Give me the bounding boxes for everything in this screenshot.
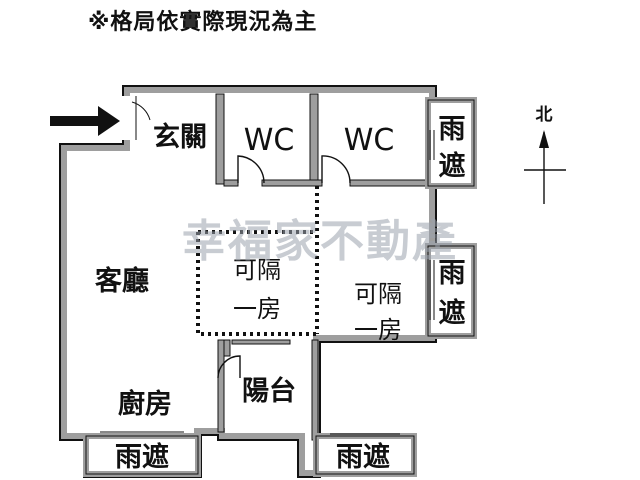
flex-room2-line2: 一房	[354, 316, 402, 344]
entrance-arrow-icon	[50, 106, 120, 136]
window-marks	[100, 130, 435, 435]
awning-top-line1: 雨	[439, 114, 466, 145]
awning-right-line2: 遮	[439, 297, 466, 329]
entrance-door	[131, 101, 151, 121]
flex-room2-line1: 可隔	[354, 280, 402, 308]
balcony-door	[217, 355, 241, 379]
room-kitchen-label: 廚房	[118, 388, 172, 420]
room-wc2-label: WC	[344, 123, 395, 158]
company-watermark: 幸福家不動產	[182, 216, 458, 267]
room-wc1-label: WC	[244, 123, 295, 158]
awning-top-line2: 遮	[439, 150, 466, 182]
optional-partition	[196, 186, 319, 336]
room-entrance-label: 玄關	[153, 121, 207, 153]
awning-bottom-left-label: 雨遮	[115, 441, 169, 473]
flex-room1-line1: 可隔	[233, 256, 281, 284]
wc-doors	[237, 155, 351, 184]
entrance-opening	[122, 96, 136, 140]
north-compass-icon: 北	[524, 105, 566, 204]
compass-north-label: 北	[536, 105, 553, 125]
flex-room1-line2: 一房	[233, 295, 281, 323]
exterior-walls	[59, 85, 437, 478]
layout-disclaimer-note: ※格局依實際現況為主	[88, 10, 318, 35]
awnings	[83, 97, 477, 477]
awning-right-line1: 雨	[439, 258, 466, 289]
interior-walls	[215, 93, 431, 441]
room-living-label: 客廳	[95, 265, 149, 297]
room-balcony-label: 陽台	[242, 375, 296, 407]
awning-bottom-right-label: 雨遮	[336, 441, 390, 473]
